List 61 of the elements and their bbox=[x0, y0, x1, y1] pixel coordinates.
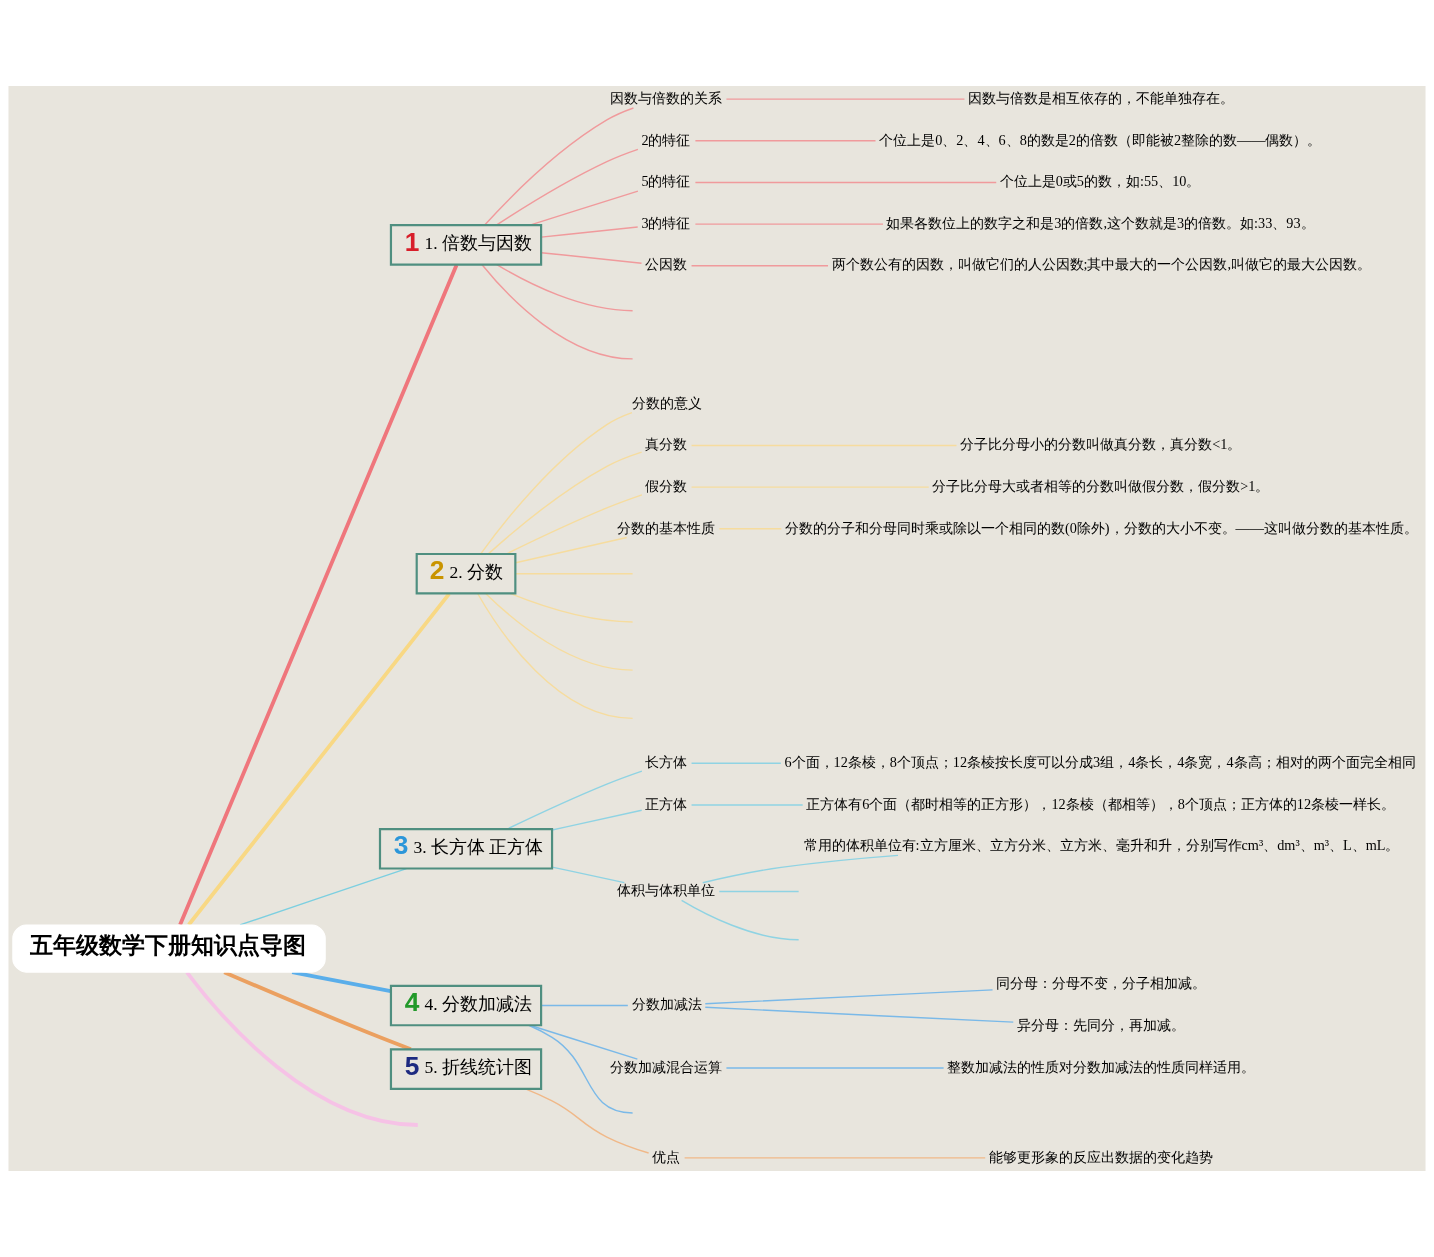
node-text: 如果各数位上的数字之和是3的倍数,这个数就是3的倍数。如:33、93。 bbox=[886, 214, 1315, 231]
connector bbox=[485, 592, 634, 671]
node-text: 分子比分母大或者相等的分数叫做假分数，假分数>1。 bbox=[932, 477, 1270, 494]
node-text: 分数的基本性质 bbox=[617, 519, 716, 536]
node-text: 长方体 bbox=[645, 754, 688, 771]
connector bbox=[704, 989, 994, 1005]
connector bbox=[690, 762, 782, 764]
node-text: 公因数 bbox=[645, 256, 688, 273]
node-text: 常用的体积单位有:立方厘米、立方分米、立方米、毫升和升，分别写作cm³、dm³、m³、L、mL。 bbox=[803, 837, 1400, 854]
node-text: 分数加减法 bbox=[631, 996, 702, 1013]
node-text: 5的特征 bbox=[641, 173, 691, 190]
node-text: 个位上是0、2、4、6、8的数是2的倍数（即能被2整除的数——偶数）。 bbox=[879, 131, 1322, 148]
node-text: 个位上是0或5的数，如:55、10。 bbox=[999, 173, 1201, 190]
node-text: 真分数 bbox=[645, 436, 688, 453]
node-text: 6个面，12条棱，8个顶点；12条棱按长度可以分成3组，4条长，4条宽，4条高；相对的两个面完全相同 bbox=[784, 754, 1416, 771]
node-text: 假分数 bbox=[645, 477, 688, 494]
connector bbox=[683, 1157, 986, 1159]
connector bbox=[690, 444, 958, 447]
node-text: 能够更形象的反应出数据的变化趋势 bbox=[988, 1148, 1213, 1165]
connector bbox=[551, 866, 626, 884]
connector bbox=[690, 804, 804, 806]
node-box: 2 2. 分数 bbox=[415, 552, 517, 595]
connector bbox=[702, 854, 899, 884]
node-text: 分子比分母小的分数叫做真分数，真分数<1。 bbox=[960, 436, 1242, 453]
node-text: 因数与倍数是相互依存的，不能单独存在。 bbox=[967, 89, 1234, 106]
connector bbox=[551, 809, 643, 831]
connector bbox=[680, 899, 800, 941]
node-text: 正方体有6个面（都时相等的正方形），12条棱（都相等），8个顶点；正方体的12条棱一样长。 bbox=[806, 795, 1396, 812]
node-text: 异分母：先同分，再加减。 bbox=[1016, 1017, 1185, 1034]
connector bbox=[694, 223, 884, 225]
connector bbox=[481, 264, 634, 360]
node-text: 分数的意义 bbox=[631, 394, 702, 411]
connector bbox=[690, 486, 930, 488]
node-text: 同分母：分母不变，分子相加减。 bbox=[995, 975, 1206, 992]
node-box: 5 5. 折线统计图 bbox=[389, 1048, 543, 1090]
node-text: 分数的分子和分母同时乘或除以一个相同的数(0除外)，分数的大小不变。——这叫做分数的基本性质。 bbox=[784, 519, 1419, 536]
connector bbox=[690, 265, 829, 267]
node-box: 3 3. 长方体 正方体 bbox=[378, 827, 554, 870]
node-text: 体积与体积单位 bbox=[617, 882, 716, 899]
node-box: 1 1. 倍数与因数 bbox=[389, 224, 543, 266]
connector bbox=[185, 971, 418, 1127]
node-box: 五年级数学下册知识点导图 bbox=[12, 924, 326, 973]
node-box: 4 4. 分数加减法 bbox=[389, 984, 543, 1027]
node-text: 分数加减混合运算 bbox=[610, 1058, 723, 1075]
connector bbox=[496, 148, 639, 226]
connector bbox=[725, 98, 966, 100]
connector bbox=[694, 181, 997, 184]
connector bbox=[483, 107, 635, 226]
connector bbox=[718, 890, 800, 893]
node-text: 优点 bbox=[652, 1148, 681, 1165]
node-text: 两个数公有的因数，叫做它们的人公因数;其中最大的一个公因数,叫做它的最大公因数。 bbox=[831, 256, 1372, 273]
connector bbox=[694, 140, 877, 142]
node-text: 因数与倍数的关系 bbox=[610, 89, 723, 106]
connector bbox=[476, 592, 634, 720]
node-text: 正方体 bbox=[645, 795, 688, 812]
connector bbox=[725, 1067, 945, 1069]
node-text: 整数加减法的性质对分数加减法的性质同样适用。 bbox=[947, 1058, 1256, 1075]
node-text: 2的特征 bbox=[641, 131, 691, 148]
connector bbox=[704, 1006, 1014, 1023]
node-text: 3的特征 bbox=[641, 214, 691, 231]
connector bbox=[718, 528, 783, 530]
